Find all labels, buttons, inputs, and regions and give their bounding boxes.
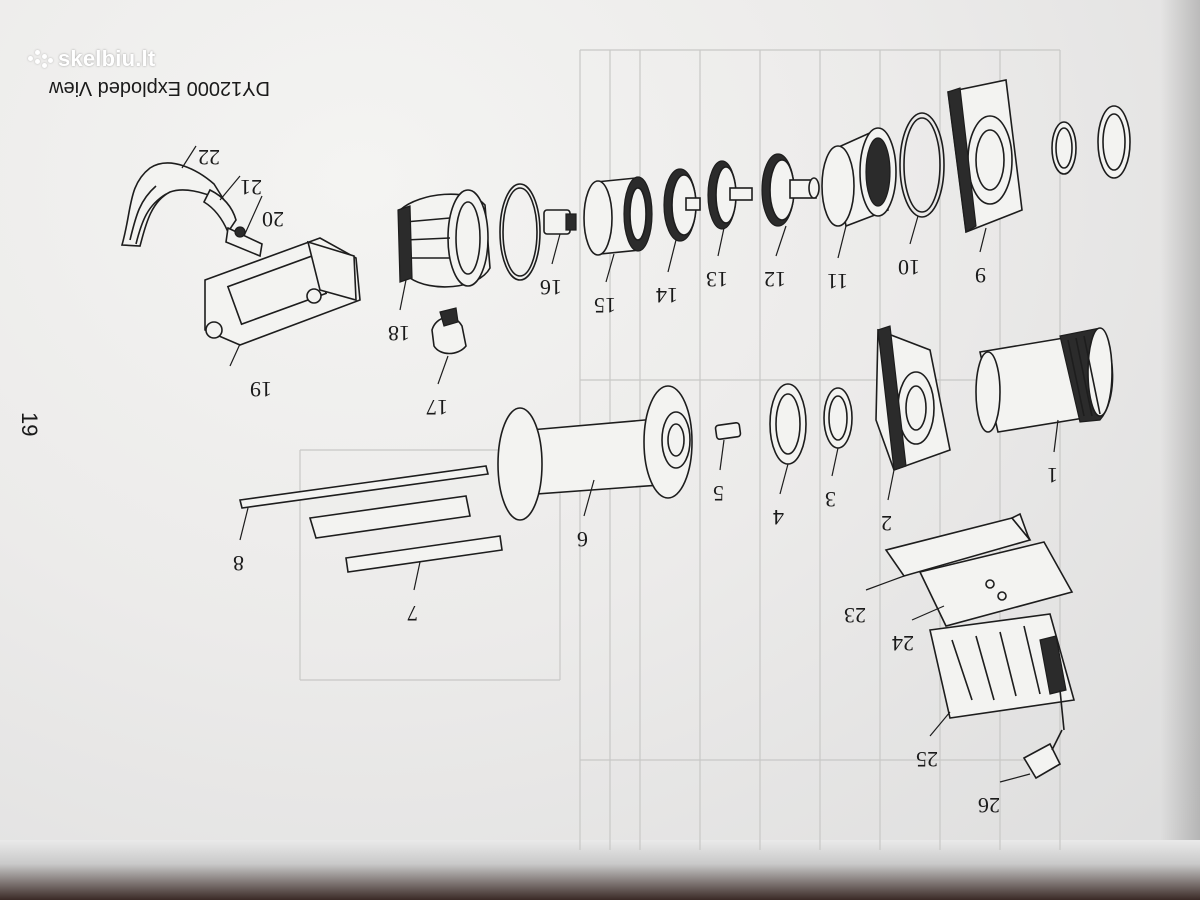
part-15-brake-drum [583,176,653,256]
part-2-drum-support-plate [875,325,951,472]
label-part-24: 24 [892,631,914,656]
part-18-ring-gear-housing [397,189,491,288]
part-23-mounting-bracket [884,512,1032,577]
label-part-19: 19 [250,377,272,402]
label-part-16: 16 [540,275,562,300]
label-part-17: 17 [426,395,448,420]
part-16-sun-gear [543,209,577,235]
part-21-hook [202,188,237,234]
label-part-26: 26 [978,793,1000,818]
label-part-5: 5 [713,481,724,506]
part-4-bearing [769,383,807,465]
label-part-10: 10 [898,255,920,280]
label-part-14: 14 [656,283,678,308]
label-part-2: 2 [881,511,892,536]
label-part-23: 23 [844,603,866,628]
part-5-pin [714,421,742,441]
part-19-roller-fairlead [204,237,361,346]
label-part-11: 11 [827,269,848,294]
part-20-hook-latch [225,226,263,258]
tie-bar [308,495,471,539]
label-part-9: 9 [975,263,986,288]
part-24-base-plate [918,541,1074,627]
part-26-remote-plug [1022,729,1063,780]
label-part-3: 3 [825,487,836,512]
label-part-1: 1 [1047,463,1058,488]
label-part-22: 22 [198,145,220,170]
part-13-planet-gear-set [707,160,753,230]
part-7-tie-bar [345,535,503,573]
diagram-title: DY12000 Exploded View [49,77,270,99]
bearing-rings [1051,105,1131,179]
part-10-gasket [899,112,945,218]
part-8-tie-rod [239,465,489,509]
part-12-planet-gear-set [761,153,820,227]
label-part-8: 8 [233,551,244,576]
watermark: skelbiu.lt [28,44,208,74]
label-part-25: 25 [916,747,938,772]
part-25-control-box [929,613,1076,731]
label-part-15: 15 [594,293,616,318]
label-part-20: 20 [262,207,284,232]
part-3-bushing [823,387,853,449]
part-11-internal-gear-ring [821,127,897,228]
label-part-13: 13 [706,267,728,292]
label-part-7: 7 [407,601,418,626]
part-6-winch-drum [497,385,693,521]
watermark-dots-icon [28,48,54,70]
label-part-4: 4 [773,505,784,530]
label-part-12: 12 [764,267,786,292]
watermark-text: skelbiu.lt [58,46,156,71]
label-part-21: 21 [240,175,262,200]
o-ring-seal [499,183,541,281]
part-1-motor [975,327,1114,433]
part-17-clutch-knob [431,307,467,355]
part-labels: 1 2 3 4 5 6 7 8 9 10 11 12 13 14 15 16 1… [198,145,1058,818]
page-edge-shadow [1160,0,1200,900]
part-14-planet-carrier [663,168,701,242]
part-9-gear-end-housing [947,79,1023,234]
label-part-6: 6 [577,527,588,552]
leader-lines [181,145,1059,783]
page-number: 19 [17,412,42,436]
label-part-18: 18 [388,321,410,346]
part-22-wire-rope [120,162,226,247]
